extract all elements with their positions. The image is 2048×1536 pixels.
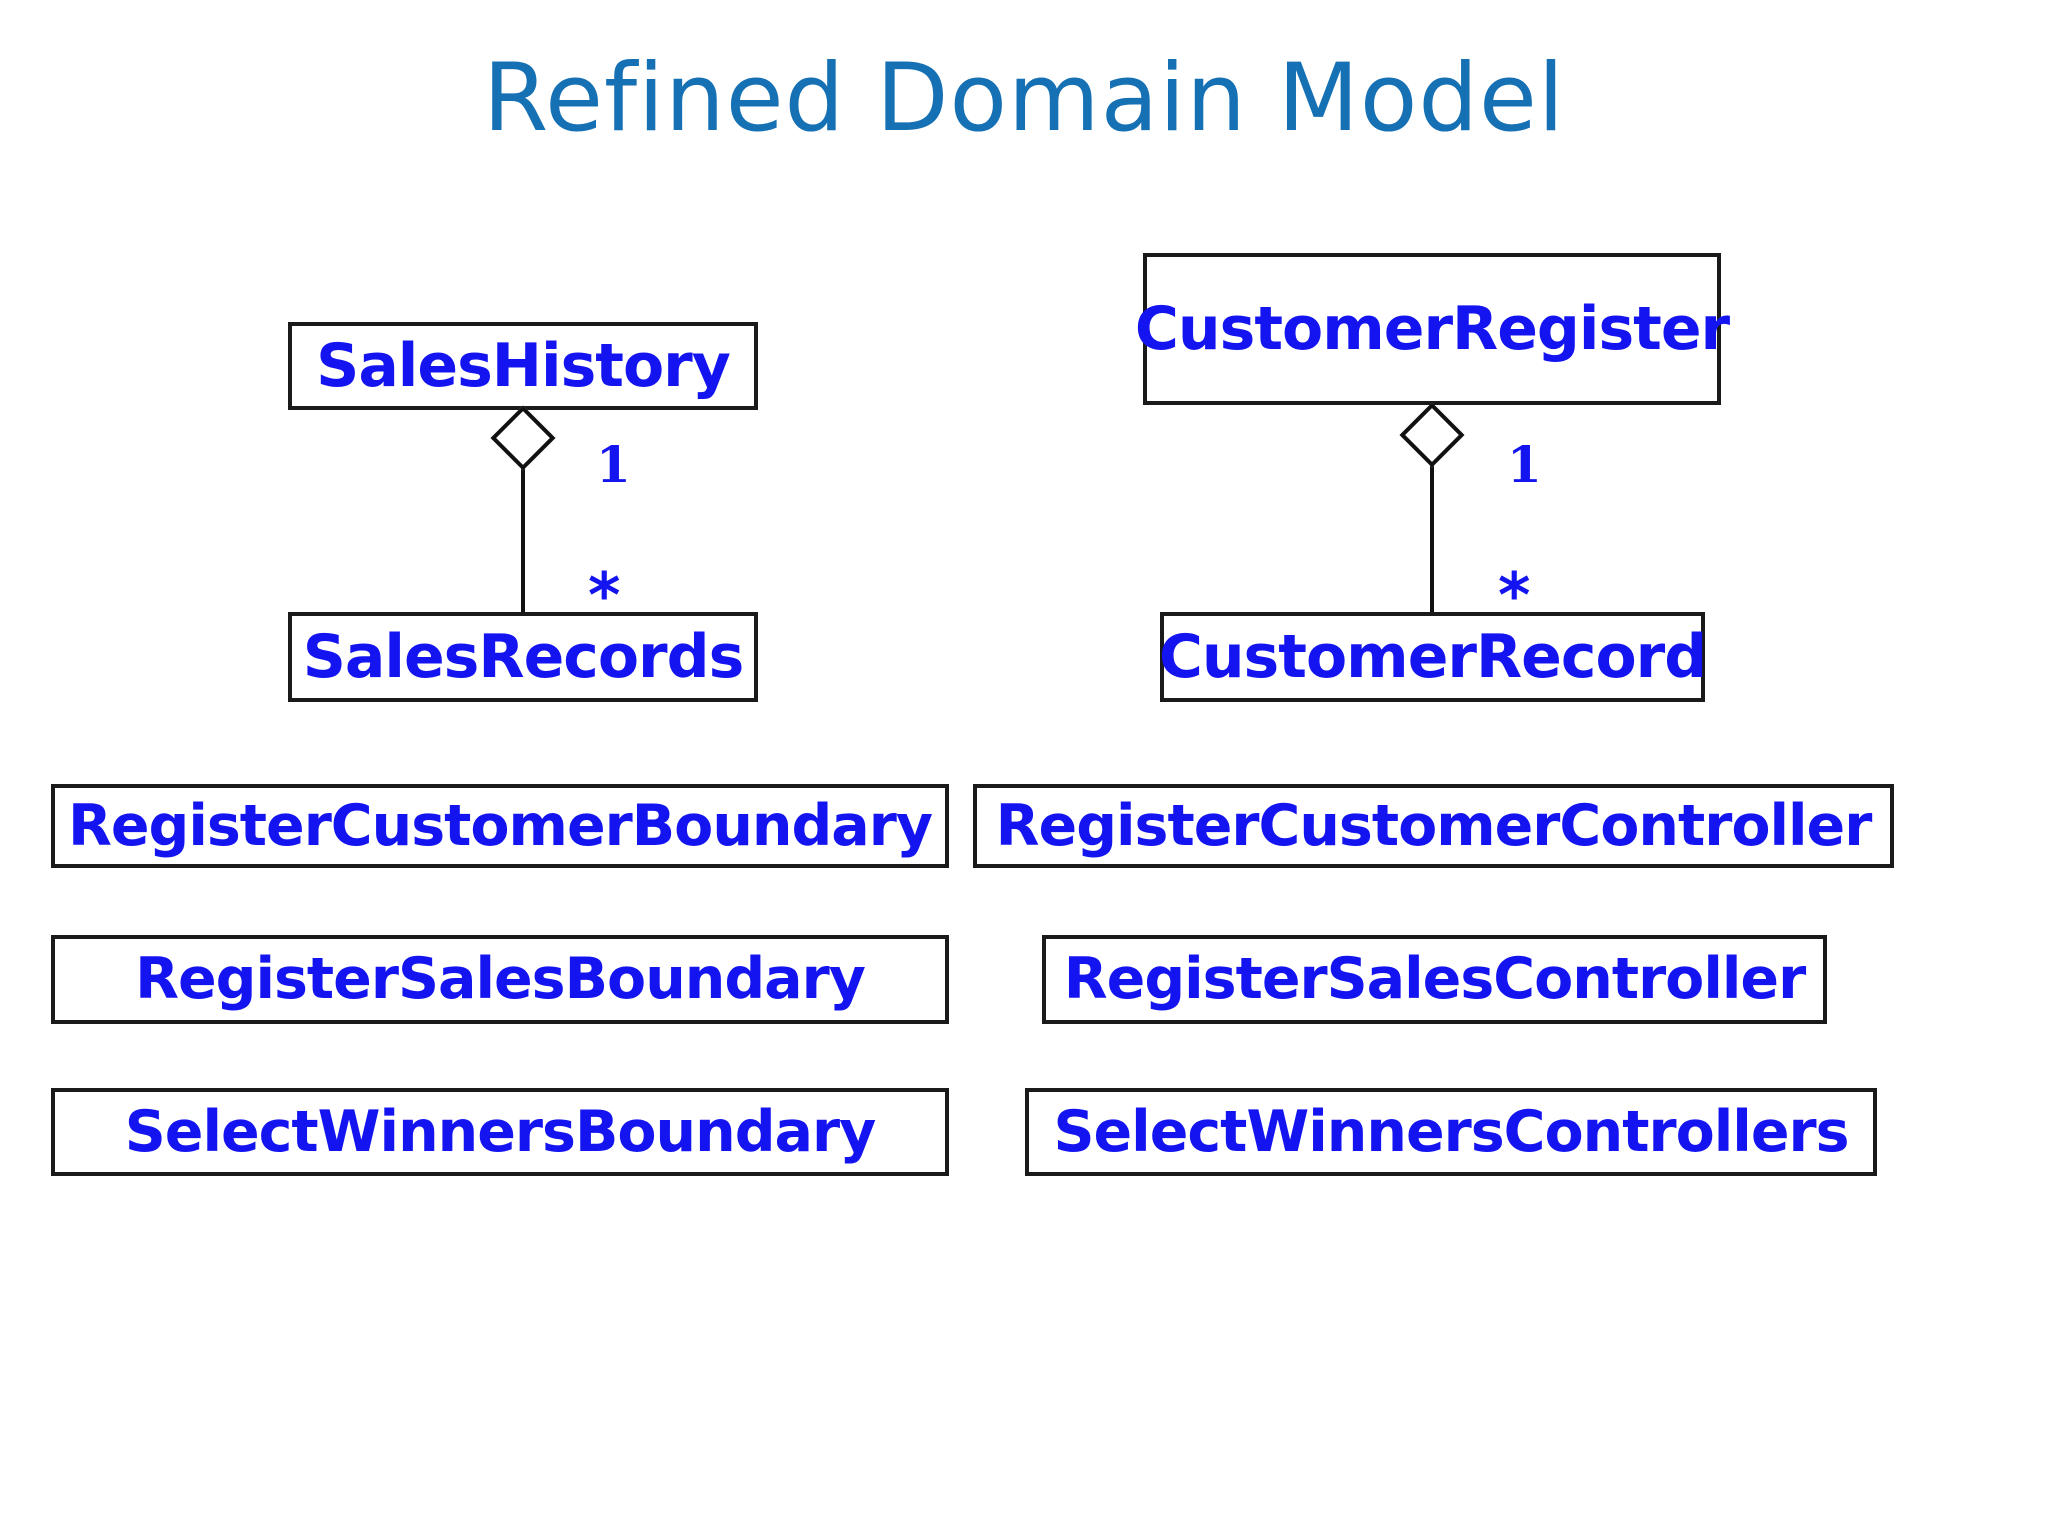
class-box-registercustomercontroller[interactable]: RegisterCustomerController: [973, 784, 1894, 868]
multiplicity-label-whole: 1: [1507, 435, 1542, 494]
class-box-registercustomerboundary[interactable]: RegisterCustomerBoundary: [51, 784, 949, 868]
class-box-registersalesboundary[interactable]: RegisterSalesBoundary: [51, 935, 949, 1024]
page-title: Refined Domain Model: [483, 44, 1565, 153]
class-name-label: SelectWinnersBoundary: [124, 1098, 877, 1165]
class-box-customerrecord[interactable]: CustomerRecord: [1158, 612, 1707, 702]
class-box-customerregister[interactable]: CustomerRegister: [1135, 253, 1730, 405]
class-box-saleshistory[interactable]: SalesHistory: [288, 322, 758, 410]
association-line: [521, 455, 525, 615]
class-name-label: RegisterCustomerController: [995, 792, 1873, 859]
class-name-label: SelectWinnersControllers: [1053, 1098, 1849, 1165]
association-line: [1430, 452, 1434, 615]
class-name-label: SalesHistory: [316, 331, 731, 401]
class-name-label: SalesRecords: [302, 622, 745, 692]
class-name-label: CustomerRecord: [1158, 622, 1707, 692]
class-box-registersalescontroller[interactable]: RegisterSalesController: [1042, 935, 1827, 1024]
class-name-label: RegisterSalesBoundary: [135, 946, 866, 1012]
class-box-salesrecords[interactable]: SalesRecords: [288, 612, 758, 702]
aggregation-diamond-icon: [490, 405, 556, 471]
class-name-label: RegisterCustomerBoundary: [67, 792, 933, 859]
class-name-label: RegisterSalesController: [1063, 946, 1806, 1012]
class-box-selectwinnersboundary[interactable]: SelectWinnersBoundary: [51, 1088, 949, 1176]
aggregation-diamond-icon: [1399, 402, 1465, 468]
class-box-selectwinnerscontrollers[interactable]: SelectWinnersControllers: [1025, 1088, 1877, 1176]
multiplicity-label-whole: 1: [596, 435, 631, 494]
class-name-label: CustomerRegister: [1134, 294, 1730, 364]
